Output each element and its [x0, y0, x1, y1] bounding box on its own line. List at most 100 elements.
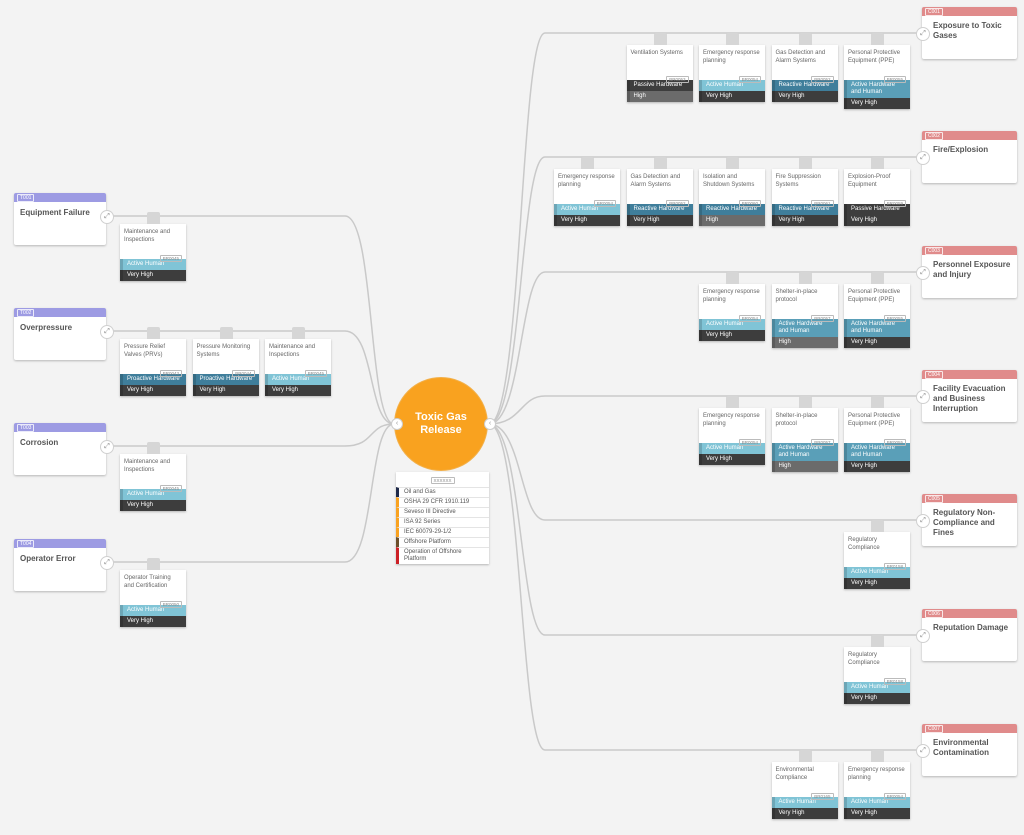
barrier-handle-icon[interactable] — [871, 157, 884, 169]
barrier-name: Maintenance and Inspections — [124, 229, 171, 243]
barrier-handle-icon[interactable] — [871, 750, 884, 762]
barrier-effectiveness-badge: Very High — [844, 578, 910, 589]
barrier-handle-icon[interactable] — [653, 157, 667, 169]
barrier-code: BR0054 — [738, 439, 761, 446]
barrier-card[interactable]: Personal Protective Equipment (PPE)BR005… — [844, 396, 910, 472]
consequence-title: Environmental Contamination — [933, 738, 989, 757]
barrier-type-badge: Active Hardware and Human — [844, 80, 910, 98]
top-event-node[interactable]: Toxic Gas Release — [395, 378, 487, 470]
barrier-handle-icon[interactable] — [292, 327, 305, 339]
barrier-handle-icon[interactable] — [147, 442, 160, 454]
barrier-code: BR0061 — [811, 200, 834, 207]
expand-icon[interactable]: ⤢ — [916, 390, 930, 404]
collapse-right-icon[interactable]: ‹ — [484, 418, 496, 430]
barrier-name: Maintenance and Inspections — [269, 344, 316, 358]
barrier-handle-icon[interactable] — [871, 635, 884, 647]
barrier-handle-icon[interactable] — [219, 327, 233, 339]
expand-icon[interactable]: ⤢ — [916, 151, 930, 165]
barrier-handle-icon[interactable] — [798, 396, 812, 408]
threat-band: T004 — [14, 539, 106, 548]
barrier-handle-icon[interactable] — [871, 33, 884, 45]
barrier-handle-icon[interactable] — [871, 396, 884, 408]
barrier-handle-icon[interactable] — [798, 750, 812, 762]
expand-icon[interactable]: ⤢ — [100, 556, 114, 570]
barrier-effectiveness-badge: Very High — [844, 337, 910, 348]
expand-icon[interactable]: ⤢ — [916, 27, 930, 41]
barrier-handle-icon[interactable] — [147, 558, 160, 570]
expand-icon[interactable]: ⤢ — [100, 440, 114, 454]
barrier-handle-icon[interactable] — [726, 272, 739, 284]
barrier-handle-icon[interactable] — [147, 212, 160, 224]
barrier-code: BR0055 — [883, 439, 906, 446]
barrier-handle-icon[interactable] — [147, 327, 160, 339]
expand-icon[interactable]: ⤢ — [916, 514, 930, 528]
barrier-handle-icon[interactable] — [798, 272, 812, 284]
barrier-handle-icon[interactable] — [798, 157, 812, 169]
barrier-handle-icon[interactable] — [871, 520, 884, 532]
barrier-name: Gas Detection and Alarm Systems — [630, 174, 681, 188]
connector-line — [488, 423, 922, 636]
barrier-handle-icon[interactable] — [726, 33, 739, 45]
expand-icon[interactable]: ⤢ — [916, 744, 930, 758]
expand-icon[interactable]: ⤢ — [100, 210, 114, 224]
barrier-card[interactable]: Personal Protective Equipment (PPE)BR005… — [844, 272, 910, 348]
barrier-name: Pressure Relief Valves (PRVs) — [124, 344, 166, 358]
barrier-handle-icon[interactable] — [798, 33, 812, 45]
threat-title: Operator Error — [20, 554, 76, 563]
barrier-handle-icon[interactable] — [871, 272, 884, 284]
barrier-handle-icon[interactable] — [726, 157, 739, 169]
expand-icon[interactable]: ⤢ — [100, 325, 114, 339]
expand-icon[interactable]: ⤢ — [916, 266, 930, 280]
barrier-code: BR0057 — [811, 315, 834, 322]
threat-band: T003 — [14, 423, 106, 432]
expand-icon[interactable]: ⤢ — [916, 629, 930, 643]
barrier-handle-icon[interactable] — [581, 157, 594, 169]
connector-line — [488, 423, 922, 751]
connector-line — [108, 423, 395, 447]
collapse-left-icon[interactable]: ‹ — [391, 418, 403, 430]
barrier-effectiveness-badge: Very High — [699, 454, 765, 465]
barrier-handle-icon[interactable] — [653, 33, 667, 45]
consequence-title: Exposure to Toxic Gases — [933, 21, 1002, 40]
barrier-name: Regulatory Compliance — [848, 652, 880, 666]
barrier-card[interactable]: Personal Protective Equipment (PPE)BR005… — [844, 33, 910, 109]
barrier-code: BR0055 — [883, 76, 906, 83]
barrier-code: BR0054 — [593, 200, 616, 207]
barrier-handle-icon[interactable] — [726, 396, 739, 408]
